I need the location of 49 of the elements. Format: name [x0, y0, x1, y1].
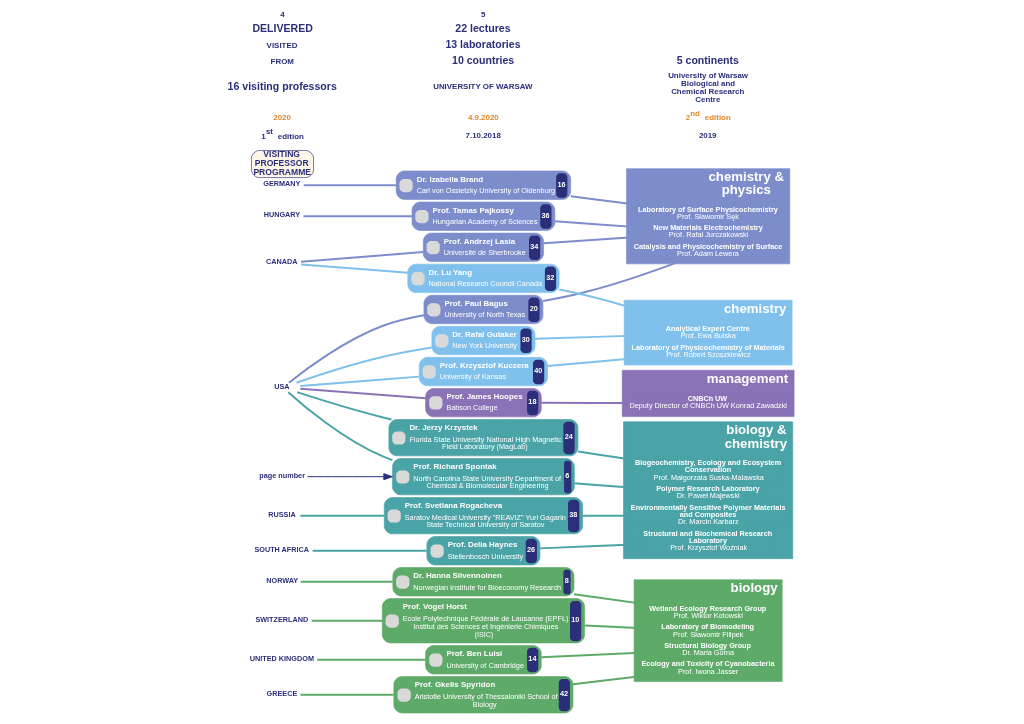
connector [311, 549, 428, 552]
connector [299, 263, 409, 274]
connector [302, 184, 397, 187]
connector [301, 215, 413, 218]
node-text: SWITZERLAND [254, 614, 308, 624]
node-text: Polymer Research Laboratory Dr. Paweł Majewski [655, 484, 760, 501]
connector [299, 251, 424, 263]
node-text: NORWAY [265, 575, 298, 585]
arrow [306, 473, 393, 481]
label: 5 continents [676, 54, 739, 67]
connector [310, 619, 383, 622]
node-text: CNBCh UW Deputy Director of CNBCh UW Konrad Zawadzki [628, 394, 787, 411]
label: 16 visiting professors [227, 79, 337, 92]
label: 10 countries [451, 54, 514, 67]
node-text: Wetland Ecology Research Group Prof. Wiktor Kotowski [648, 603, 766, 620]
node-text: CANADA [265, 257, 297, 267]
connector [286, 391, 393, 462]
node-text: Environmentally Sensitive Polymer Materials and Composites Dr. Marcin Karbarz [630, 502, 785, 527]
node-text: Analytical Expert Centre Prof. Ewa Bulska [665, 324, 750, 341]
node-text: Biogeochemistry, Ecology and Ecosystem Conservation Prof. Małgorzata Suska-Malawska [634, 457, 781, 482]
node-text: HUNGARY [263, 210, 300, 220]
node-text: UNITED KINGDOM [249, 653, 314, 663]
node-text: Laboratory of Biomodeling Prof. Sławomir Filipek [660, 622, 754, 639]
label: DELIVERED [251, 22, 313, 35]
node-text: Catalysis and Physicochemistry of Surface Prof. Adam Lewera [633, 241, 782, 258]
node-text: New Materials Electrochemistry Prof. Rafał Jurczakowski [652, 223, 763, 240]
node-text: page number [258, 470, 305, 480]
node-text: USA [273, 381, 290, 391]
node-text: RUSSIA [267, 509, 296, 519]
connector [295, 391, 392, 421]
connector [287, 314, 425, 384]
node-text: GREECE [266, 688, 297, 698]
connector [298, 375, 420, 388]
connector [299, 580, 394, 583]
node-text: SOUTH AFRICA [253, 544, 309, 554]
node-text: Laboratory of Surface Physicochemistry Prof. Sławomir Sęk [637, 204, 778, 221]
node-text: Structural Biology Group Dr. Maria Górna [663, 640, 751, 657]
connector [315, 658, 427, 661]
label: 13 laboratories [444, 38, 521, 51]
connector [298, 387, 426, 400]
connector [298, 693, 395, 696]
node-box: VISITING PROFESSOR PROGRAMME [250, 150, 314, 178]
connector [294, 346, 433, 384]
connector [298, 514, 385, 517]
node-text: GERMANY [262, 179, 300, 189]
node-text: Laboratory of Physicochemistry of Materials Prof. Robert Szoszkiewicz [630, 342, 785, 359]
node-text: Structural and Biochemical Research Laboratory Prof. Krzysztof Woźniak [642, 528, 772, 553]
node-text: Ecology and Toxicity of Cyanobacteria Prof. Iwona Jasser [640, 659, 774, 676]
label: 22 lectures [454, 22, 511, 35]
